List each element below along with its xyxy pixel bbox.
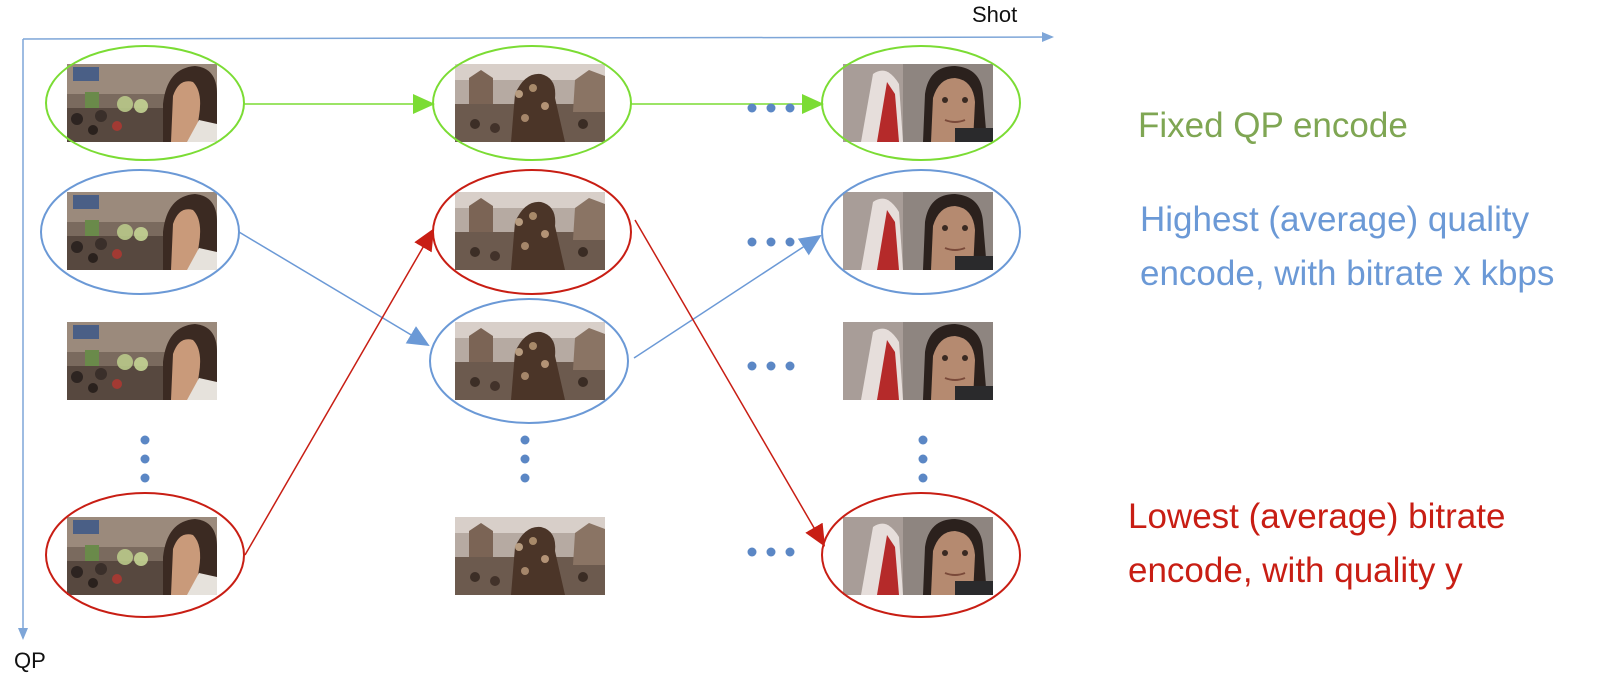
legend-lowest-bitrate: Lowest (average) bitrate encode, with qu… (1128, 497, 1506, 590)
dots-col-2 (520, 435, 530, 483)
blue-ellipse-shot-3 (821, 169, 1021, 295)
shot-3-qp-3-thumbnail (842, 321, 994, 401)
shot-1-qp-2-thumbnail (67, 192, 217, 270)
blue-ellipse-shot-2 (429, 298, 629, 424)
red-ellipse-shot-3 (821, 492, 1021, 618)
dots-col-3 (918, 435, 928, 483)
shot-1-qp-3-thumbnail (67, 322, 217, 400)
shot-1-qp-n-thumbnail (67, 517, 217, 595)
shot-2-qp-2-thumbnail (455, 192, 605, 270)
shot-2-qp-1-thumbnail (455, 64, 605, 142)
legend-highest-quality: Highest (average) quality encode, with b… (1140, 200, 1555, 293)
legend-fixed-qp: Fixed QP encode (1138, 106, 1408, 145)
green-ellipse-shot-1 (45, 45, 245, 161)
shot-3-qp-n-thumbnail (842, 516, 994, 596)
dots-row-2 (747, 237, 795, 247)
shot-2-qp-n-thumbnail (455, 517, 605, 595)
dots-row-1 (747, 103, 795, 113)
shot-3-qp-2-thumbnail (842, 191, 994, 271)
x-axis-label: Shot (972, 2, 1018, 27)
blue-arrow-1 (238, 231, 430, 347)
red-arrow-1 (244, 228, 435, 556)
dots-row-n (747, 547, 795, 557)
dots-col-1 (140, 435, 150, 483)
shot-3-qp-1-thumbnail (842, 63, 994, 143)
x-axis-line (22, 32, 1054, 43)
red-arrow-2 (634, 219, 826, 547)
red-ellipse-shot-1 (45, 492, 245, 618)
y-axis-label: QP (14, 648, 46, 673)
shot-1-qp-1-thumbnail (67, 64, 217, 142)
dots-row-3 (747, 361, 795, 371)
shot-2-qp-3-thumbnail (455, 322, 605, 400)
blue-arrow-2 (633, 234, 822, 359)
